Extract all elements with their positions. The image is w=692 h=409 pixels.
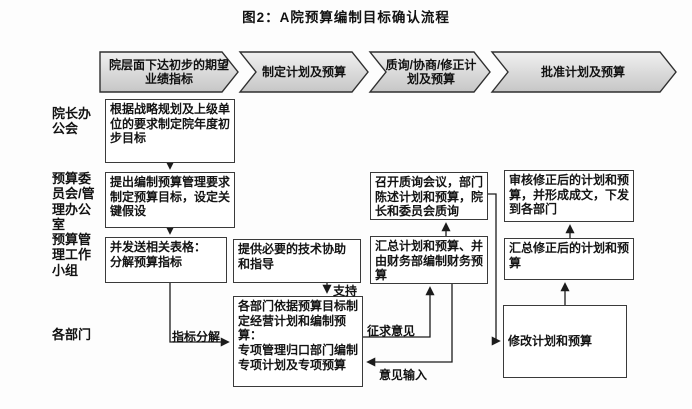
box-summarize-revised: 汇总修正后的计划和预算 — [504, 238, 634, 280]
arrow-summary-to-deptplan — [366, 284, 453, 367]
edge-label-opinion-input: 意见输入 — [379, 368, 428, 382]
lane-label-departments: 各部门 — [52, 327, 92, 342]
phase-label-make-plan: 制定计划及预算 — [261, 64, 346, 79]
flow-arrows — [165, 160, 575, 367]
box-review-issue: 审核修正后的计划和预算，并形成成文，下发到各部门 — [504, 170, 634, 222]
box-strategy-targets: 根据战略规划及上级单位的要求制定院年度初步目标 — [105, 99, 235, 163]
phase-label-approve: 批准计划及预算 — [540, 64, 625, 79]
phase-chevron — [238, 51, 369, 93]
phase-chevron — [490, 51, 677, 93]
arrow-deptplan-to-summary — [363, 286, 435, 338]
phase-label-initial-targets: 院层面下达初步的期望 业绩指标 — [108, 57, 229, 86]
phase-chevron-band — [99, 51, 677, 93]
box-budget-requirements: 提出编制预算管理要求制定预算目标，设定关键假设 — [105, 172, 235, 228]
lane-label-dean-office: 院长办 公会 — [52, 106, 92, 137]
phase-chevron — [368, 51, 491, 93]
box-department-plans: 各部门依据预算目标制定经营计划和编制预算： 专项管理归口部门编制专项计划及专项预… — [233, 296, 363, 387]
lane-label-budget-committee: 预算委 员会/管 理办公 室 — [52, 171, 95, 232]
phase-chevron — [99, 51, 239, 93]
box-inquiry-meeting: 召开质询会议，部门陈述计划和预算，院长和委员会质询 — [370, 172, 488, 220]
box-send-forms: 并发送相关表格： 分解预算指标 — [105, 237, 227, 283]
box-modify-plan: 修改计划和预算 — [503, 305, 627, 378]
arrow-inquiry-to-modify — [488, 193, 501, 346]
diagram-title: 图2：A院预算编制目标确认流程 — [242, 10, 450, 25]
box-summarize-budget: 汇总计划和预算、并由财务部编制财务预算 — [370, 236, 488, 284]
arrow-forms-to-deptplan — [169, 283, 230, 347]
box-technical-support: 提供必要的技术协助和指导 — [233, 239, 361, 283]
edge-label-indicator-decomposition: 指标分解 — [172, 330, 221, 344]
lane-label-budget-workgroup: 预算管 理工作 小组 — [52, 232, 92, 278]
edge-label-support: 支持 — [333, 284, 358, 298]
phase-label-inquiry-revise: 质询/协商/修正计 划及预算 — [385, 57, 477, 86]
edge-label-seek-opinion: 征求意见 — [367, 324, 416, 338]
